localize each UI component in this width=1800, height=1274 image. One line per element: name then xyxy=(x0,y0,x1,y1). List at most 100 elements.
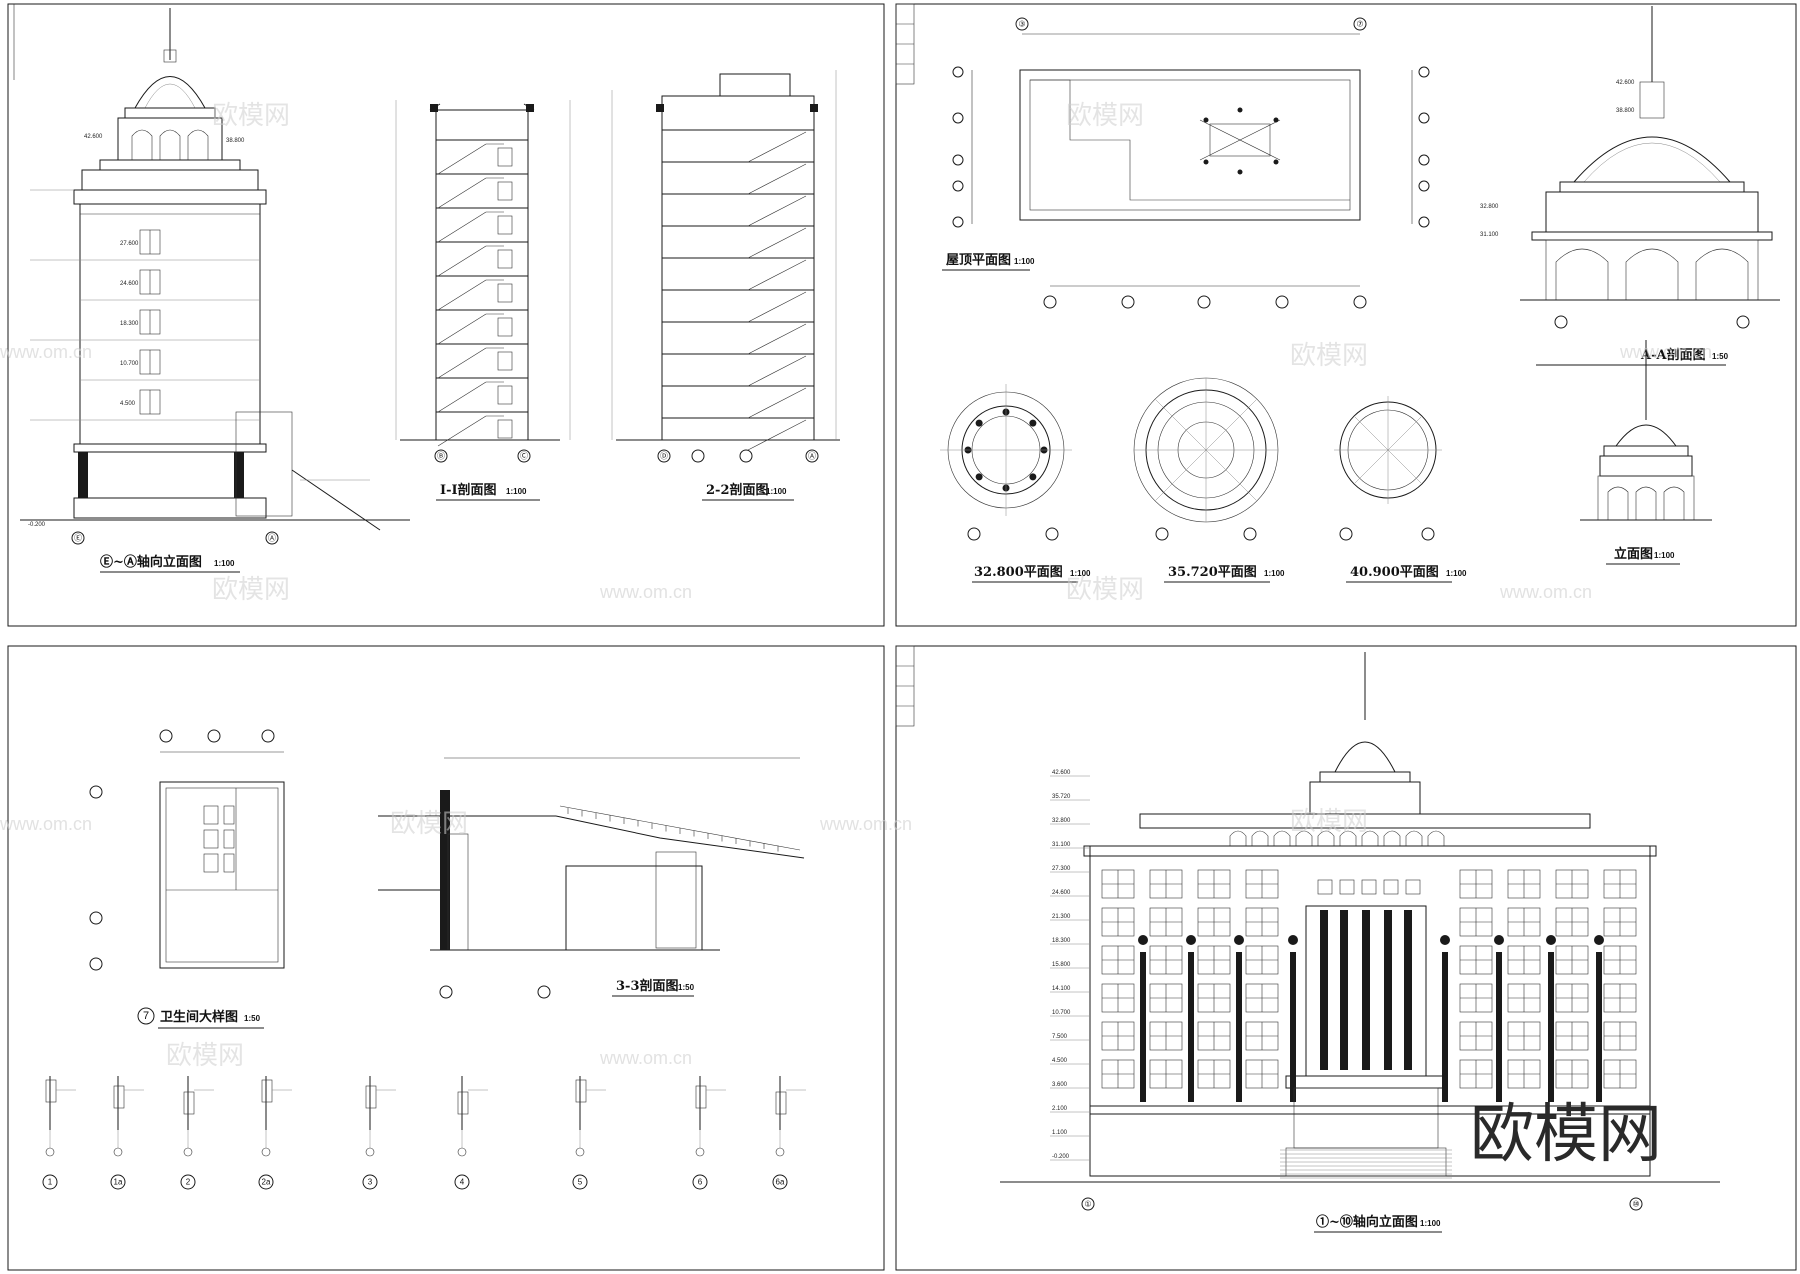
detail-id: 6a xyxy=(776,1178,785,1187)
level-label: 27.300 xyxy=(1052,866,1071,872)
detail-marker xyxy=(695,1147,705,1157)
toilet-detail-plan: 7 卫生间大样图 1:50 xyxy=(89,729,285,1029)
stair-flight xyxy=(747,419,807,451)
axis-bubble xyxy=(1418,112,1430,124)
cupola-elevation: 立面图 1:100 xyxy=(1580,340,1712,565)
pilaster-ornament xyxy=(1494,935,1504,945)
plan-40-900: 40.900平面图 1:100 xyxy=(1334,396,1467,583)
detail-section xyxy=(575,1079,587,1103)
drawing-title: 卫生间大样图 xyxy=(160,1009,238,1025)
detail-id: 2a xyxy=(262,1178,271,1187)
level-label: 32.800 xyxy=(1052,818,1071,824)
watermark: 欧模网 xyxy=(390,809,468,839)
window-opening xyxy=(497,249,513,269)
level-label: 38.800 xyxy=(1616,108,1635,114)
detail-marker xyxy=(183,1147,193,1157)
section-3-3: 3-3剖面图 1:50 xyxy=(378,757,805,999)
section-1-1: Ⓑ Ⓒ I-I剖面图 1:100 xyxy=(395,100,571,501)
watermark-url: www.om.cn xyxy=(599,582,692,602)
watermark-url: www.om.cn xyxy=(599,1048,692,1068)
roof-arch xyxy=(1273,830,1291,846)
column-dot xyxy=(975,473,983,481)
stair-flight xyxy=(747,131,807,163)
level-label: 31.100 xyxy=(1480,232,1499,238)
window-opening xyxy=(497,181,513,201)
drawing-scale: 1:100 xyxy=(1264,569,1285,578)
axis-bubble: ⑦ xyxy=(1356,20,1363,29)
plan-35-720: 35.720平面图 1:100 xyxy=(1133,377,1285,583)
roof-arch xyxy=(1339,830,1357,846)
detail-id: 1a xyxy=(114,1178,123,1187)
drawing-scale: 1:100 xyxy=(214,559,235,568)
drawing-title: 35.720平面图 xyxy=(1168,565,1257,580)
detail-id: 4 xyxy=(460,1178,465,1187)
detail-section xyxy=(261,1079,273,1103)
detail-id: 6 xyxy=(698,1178,703,1187)
window-opening xyxy=(497,283,513,303)
drawing-title: 32.800平面图 xyxy=(974,565,1063,580)
drawing-scale: 1:50 xyxy=(244,1014,261,1023)
pilaster xyxy=(1442,952,1448,1102)
watermark-url: www.om.cn xyxy=(1619,342,1712,362)
stair-flight xyxy=(747,163,807,195)
roof-arch xyxy=(1405,830,1423,846)
level-label: 4.500 xyxy=(120,401,136,407)
stair-flight xyxy=(747,259,807,291)
section-a-a: A-A剖面图 1:50 42.600 38.800 32.800 31.100 xyxy=(1480,6,1780,366)
watermark: 欧模网 xyxy=(1290,807,1368,837)
drawing-scale: 1:100 xyxy=(1420,1219,1441,1228)
roof-arch xyxy=(1229,830,1247,846)
detail-id: 5 xyxy=(578,1178,583,1187)
drawing-title: A-A剖面图 xyxy=(1640,347,1706,363)
detail-bubble xyxy=(772,1174,788,1190)
level-label: 35.720 xyxy=(1052,794,1071,800)
window-opening xyxy=(497,317,513,337)
drawing-title: 屋顶平面图 xyxy=(946,253,1011,268)
roof-plan: ③ ⑦ 屋顶平面图 1:100 xyxy=(942,17,1430,309)
axis-bubble: Ⓐ xyxy=(268,534,276,543)
detail-marker xyxy=(261,1147,271,1157)
stair-flight xyxy=(437,279,487,311)
stair-flight xyxy=(437,177,487,209)
level-label: 1.100 xyxy=(1052,1130,1068,1136)
axis-bubble xyxy=(1197,295,1211,309)
stair-flight xyxy=(437,415,487,447)
roof-arch xyxy=(1251,830,1269,846)
window-opening xyxy=(497,385,513,405)
roof-arch xyxy=(1427,830,1445,846)
axis-bubble xyxy=(1043,295,1057,309)
detail-bubble xyxy=(110,1174,126,1190)
level-label: 42.600 xyxy=(1052,770,1071,776)
level-label: 32.800 xyxy=(1480,204,1499,210)
axis-bubble: Ⓑ xyxy=(437,452,445,461)
pilaster-ornament xyxy=(1440,935,1450,945)
watermark: 欧模网 xyxy=(1066,101,1144,131)
detail-bubble xyxy=(258,1174,274,1190)
detail-section xyxy=(45,1079,57,1103)
window-opening xyxy=(497,147,513,167)
axis-bubble: Ⓔ xyxy=(74,534,82,543)
drawing-scale: 1:50 xyxy=(678,983,695,992)
level-label: 2.100 xyxy=(1052,1106,1068,1112)
level-label: 14.100 xyxy=(1052,986,1071,992)
detail-index: 7 xyxy=(143,1010,149,1022)
watermark: 欧模网 xyxy=(166,1041,244,1071)
stair-flight xyxy=(437,211,487,243)
pilaster xyxy=(1548,952,1554,1102)
detail-id: 3 xyxy=(368,1178,373,1187)
detail-bubble xyxy=(180,1174,196,1190)
level-label: 3.600 xyxy=(1052,1082,1068,1088)
stair-flight xyxy=(437,381,487,413)
drawing-title: I-I剖面图 xyxy=(440,482,497,498)
pilaster xyxy=(1290,952,1296,1102)
drawing-title: Ⓔ~Ⓐ轴向立面图 xyxy=(100,554,202,570)
pilaster xyxy=(1236,952,1242,1102)
axis-bubble xyxy=(1418,216,1430,228)
axis-bubble xyxy=(952,154,964,166)
detail-section xyxy=(775,1091,787,1115)
watermark-url: www.om.cn xyxy=(1499,582,1592,602)
drawing-title: 3-3剖面图 xyxy=(616,978,679,994)
detail-section xyxy=(695,1085,707,1109)
axis-bubble xyxy=(1353,295,1367,309)
pilaster-ornament xyxy=(1594,935,1604,945)
